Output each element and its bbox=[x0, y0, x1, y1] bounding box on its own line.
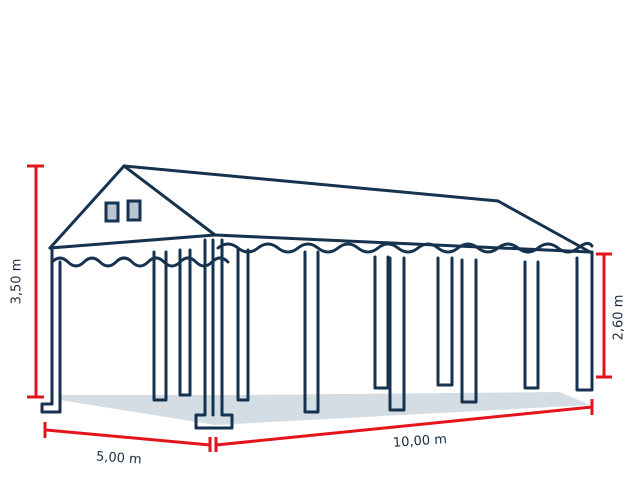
pole-side-1 bbox=[236, 248, 250, 402]
valance-side bbox=[216, 241, 594, 254]
pole-side-2 bbox=[303, 250, 320, 414]
pole-back-corner bbox=[575, 250, 594, 392]
total-height-label: 3,50 m bbox=[9, 258, 25, 305]
pole-side-7 bbox=[523, 260, 540, 390]
pole-front-mid-2 bbox=[178, 248, 192, 397]
pole-side-4 bbox=[388, 256, 406, 412]
ground-shadow bbox=[60, 392, 590, 425]
pole-side-5 bbox=[436, 256, 454, 387]
dim-width bbox=[45, 428, 211, 447]
width-label: 5,00 m bbox=[95, 449, 143, 468]
side-height-label: 2,60 m bbox=[611, 294, 627, 341]
window-right bbox=[126, 199, 142, 222]
dim-length bbox=[215, 405, 593, 447]
pole-side-3 bbox=[373, 255, 390, 390]
window-left bbox=[104, 201, 120, 223]
valance-front bbox=[50, 256, 230, 268]
eave-front bbox=[48, 233, 217, 250]
eave-side bbox=[213, 233, 592, 254]
pole-front-mid-1 bbox=[152, 250, 168, 402]
pole-main-corner bbox=[194, 238, 234, 430]
pole-side-6 bbox=[460, 258, 478, 404]
pole-front-left bbox=[40, 246, 62, 414]
roof-ridge bbox=[122, 164, 500, 203]
back-gable bbox=[496, 199, 592, 254]
